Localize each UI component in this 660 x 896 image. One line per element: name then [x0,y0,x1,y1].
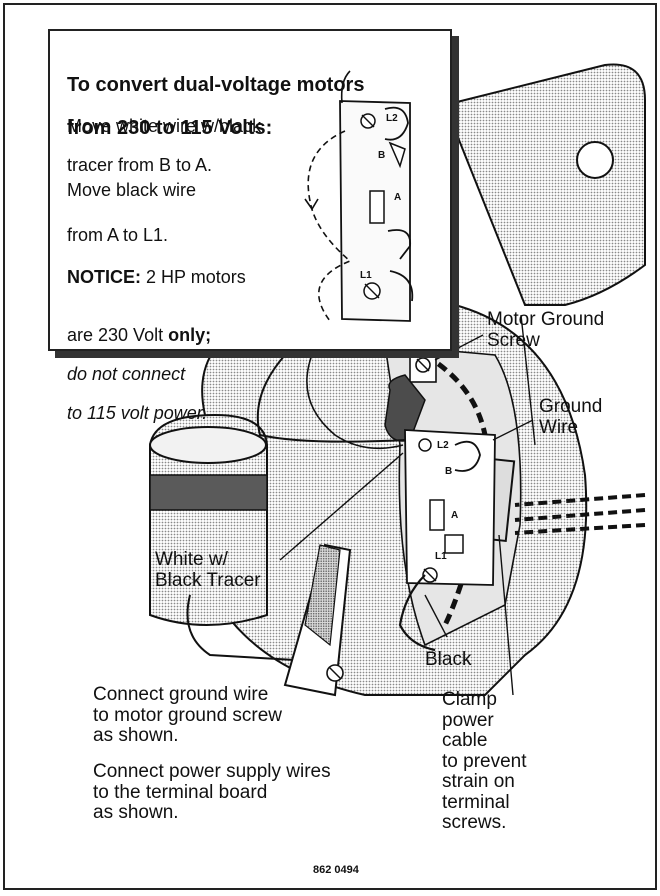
inset-terminal-illustration [304,70,414,322]
screwdriver-handle [304,544,341,647]
inset-step1-line2: tracer from B to A. [67,155,213,176]
leader-white-tracer [279,452,404,561]
inset-pin-l1: L1 [360,270,372,281]
inset-heading-line2: from 230 to 115 Volts: [67,116,273,139]
inset-notice-line1: NOTICE: 2 HP motors [67,248,246,287]
inset-step1: Move white wire w/black tracer from B to… [67,98,261,195]
black-wire [398,574,436,652]
inset-step2-line2: from A to L1. [67,225,169,246]
instruction-ground: Connect ground wire to motor ground scre… [93,684,283,747]
ground-wire-path [423,352,490,627]
board-pin-b: B [445,466,453,477]
mounting-hole [576,141,614,179]
notice-text1: 2 HP motors [141,266,246,287]
inset-notice-line4: to 115 volt power. [67,402,208,423]
inset-heading-line1: To convert dual-voltage motors [67,73,365,96]
capacitor-band [149,474,268,511]
inset-notice-line2: are 230 Volt only; [67,307,246,346]
label-motor-ground-screw: Motor Ground Screw [487,309,605,351]
inset-dashed-wire [307,130,352,322]
inset-heading: To convert dual-voltage motors from 230 … [67,53,364,161]
inset-notice: NOTICE: 2 HP motors are 230 Volt only; d… [67,229,246,443]
label-black: Black [425,649,472,670]
leader-motor-ground [434,334,484,361]
label-white-black-tracer: White w/ Black Tracer [155,549,261,591]
instruction-power: Connect power supply wires to the termin… [93,761,331,824]
inset-step2: Move black wire from A to L1. [67,162,196,265]
board-pin-l1: L1 [435,551,447,562]
wire-insulator [384,374,426,442]
leader-clamp [498,534,514,696]
leader-ground-wire [492,419,534,441]
inset-conversion-box: To convert dual-voltage motors from 230 … [48,29,452,423]
white-tracer-wire [256,354,406,443]
notice-label: NOTICE: [67,266,141,287]
capacitor [149,413,268,626]
inset-pin-a: A [394,192,402,203]
terminal-board [404,429,496,586]
inset-step1-line1: Move white wire w/black [67,116,262,137]
label-clamp-power-cable: Clamp power cable to prevent strain on t… [442,689,527,834]
leader-black [424,594,448,638]
notice-only: only; [168,325,212,346]
motor-ground-screw [409,349,437,383]
inset-pin-b: B [378,150,386,161]
inset-pin-l2: L2 [386,113,398,124]
board-pin-l2: L2 [437,440,449,451]
capacitor-top [149,426,267,464]
power-cable [514,493,646,507]
figure-code: 862 0494 [313,864,359,876]
notice-text2a: are 230 Volt [67,325,169,346]
motor-wiring-illustration [149,63,646,697]
diagram-frame: To convert dual-voltage motors from 230 … [3,3,657,890]
motor-mounting-plate [443,63,646,306]
leader-housing [520,314,536,446]
label-ground-wire: Ground Wire [539,396,603,438]
housing-lower-edge [186,594,296,661]
board-pin-a: A [451,510,459,521]
inset-notice-line3: do not connect [67,364,186,385]
inset-step2-line1: Move black wire [67,180,197,201]
